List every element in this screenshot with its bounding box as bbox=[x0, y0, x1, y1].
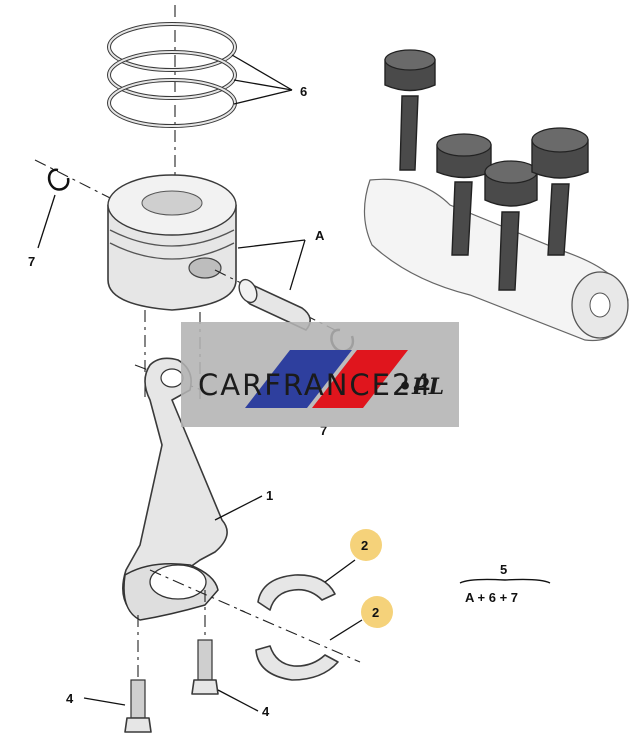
rings-leader: 6 bbox=[231, 54, 307, 105]
engine-piston-3 bbox=[484, 160, 538, 291]
callout-circlip-left: 7 bbox=[28, 254, 35, 269]
callout-circlip-right: 7 bbox=[320, 423, 327, 438]
kit-formula: 5 A + 6 + 7 bbox=[459, 562, 551, 605]
callout-pin-kit: A bbox=[315, 228, 325, 243]
watermark-suffix: •PL bbox=[398, 374, 444, 400]
kit-number: 5 bbox=[500, 562, 507, 577]
watermark: CARFRANCE24 •PL bbox=[181, 322, 459, 427]
engine-piston-1 bbox=[384, 49, 436, 171]
piston bbox=[107, 174, 237, 400]
callout-bolt-right: 4 bbox=[262, 704, 270, 719]
bolt-left: 4 bbox=[66, 615, 152, 733]
engine-piston-4 bbox=[531, 127, 589, 256]
bearing-callouts: 2 2 bbox=[324, 529, 393, 641]
callout-highlight-upper bbox=[350, 529, 382, 561]
watermark-text: CARFRANCE24 bbox=[198, 368, 433, 402]
circlip-left: 7 bbox=[28, 159, 121, 269]
callout-bearing-upper: 2 bbox=[361, 538, 368, 553]
callout-rings: 6 bbox=[300, 84, 307, 99]
pin-kit-leader: A bbox=[237, 228, 325, 291]
callout-highlight-lower bbox=[361, 596, 393, 628]
piston-pin bbox=[214, 269, 336, 331]
callout-conrod: 1 bbox=[266, 488, 273, 503]
engine-crank-assembly bbox=[363, 49, 629, 342]
watermark-blue-stripe bbox=[245, 350, 352, 408]
bolt-right: 4 bbox=[191, 590, 270, 719]
piston-rings bbox=[107, 5, 237, 178]
callout-bearing-lower: 2 bbox=[372, 605, 379, 620]
watermark-red-stripe bbox=[312, 350, 408, 408]
engine-piston-2 bbox=[436, 133, 492, 256]
kit-composition: A + 6 + 7 bbox=[465, 590, 518, 605]
connecting-rod: 1 bbox=[122, 357, 273, 621]
bearing-shells bbox=[239, 574, 361, 681]
callout-bolt-left: 4 bbox=[66, 691, 74, 706]
